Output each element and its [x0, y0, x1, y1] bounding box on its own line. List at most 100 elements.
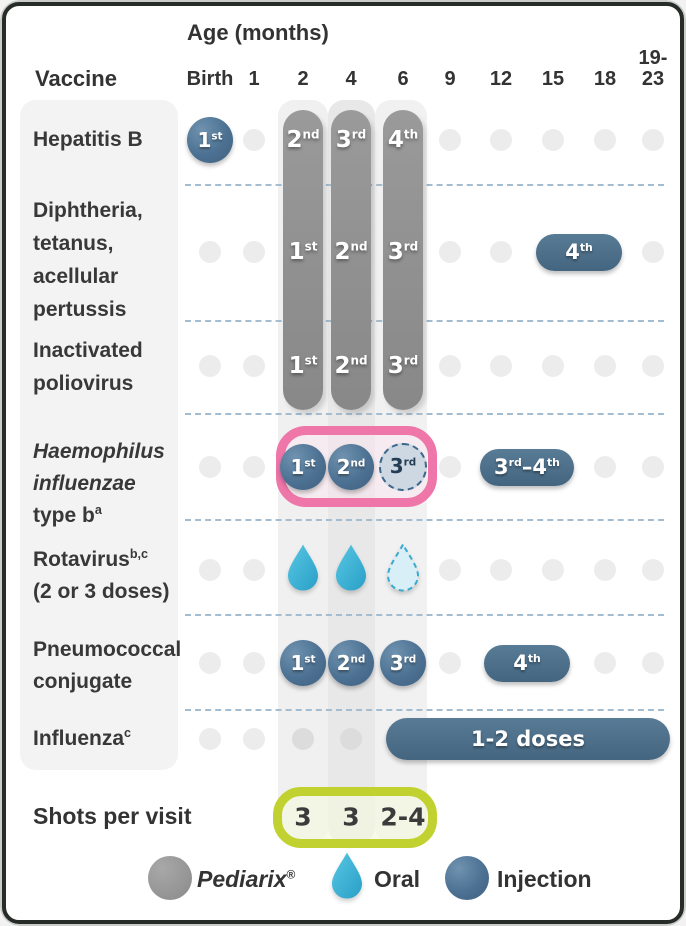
row-separator	[185, 320, 664, 322]
no-dose-dot	[594, 456, 616, 478]
no-dose-dot	[243, 559, 265, 581]
no-dose-dot	[542, 129, 564, 151]
pediarix-dose-label: 2nd	[334, 239, 368, 265]
no-dose-dot	[199, 559, 221, 581]
shots-count: 3	[342, 802, 360, 832]
no-dose-dot	[642, 355, 664, 377]
vaccine-column-header: Vaccine	[35, 66, 117, 91]
oral-drop-icon	[328, 851, 366, 906]
legend-label: Injection	[497, 866, 592, 892]
no-dose-dot	[490, 355, 512, 377]
no-dose-dot	[243, 241, 265, 263]
shots-count: 3	[294, 802, 312, 832]
no-dose-dot	[243, 456, 265, 478]
month-header-18: 18	[593, 68, 617, 90]
no-dose-dot	[642, 652, 664, 674]
month-header-1: 1	[248, 68, 260, 90]
injection-dose-badge: 1st	[280, 640, 326, 686]
no-dose-dot	[243, 728, 265, 750]
age-months-title: Age (months)	[187, 20, 329, 45]
no-dose-dot	[243, 129, 265, 151]
row-separator	[185, 413, 664, 415]
injection-dose-badge: 2nd	[328, 444, 374, 490]
vaccine-label-hepatitis-b: Hepatitis B	[33, 128, 143, 151]
pediarix-circle-icon	[148, 856, 192, 900]
injection-pill: 4th	[484, 644, 570, 682]
no-dose-dot	[199, 652, 221, 674]
pediarix-dose-label: 2nd	[334, 353, 368, 379]
vaccine-label-rotavirus: Rotavirusb,c(2 or 3 doses)	[33, 547, 170, 603]
no-dose-dot	[594, 559, 616, 581]
pediarix-dose-label: 1st	[288, 239, 318, 265]
injection-dose-badge: 1st	[187, 117, 233, 163]
no-dose-dot	[439, 456, 461, 478]
shots-per-visit-label: Shots per visit	[33, 803, 192, 829]
shots-count: 2-4	[380, 802, 426, 832]
no-dose-dot	[199, 728, 221, 750]
no-dose-dot	[594, 652, 616, 674]
row-separator	[185, 709, 664, 711]
legend-label: Oral	[374, 866, 421, 892]
no-dose-dot	[439, 129, 461, 151]
pediarix-dose-label: 3rd	[387, 353, 419, 379]
injection-circle-icon	[445, 856, 489, 900]
pediarix-dose-label: 2nd	[286, 127, 320, 153]
pediarix-dose-label: 3rd	[387, 239, 419, 265]
injection-dose-badge: 2nd	[328, 640, 374, 686]
no-dose-dot	[199, 241, 221, 263]
shots-highlight-box	[273, 787, 437, 848]
injection-dose-badge: 3rd	[380, 640, 426, 686]
row-separator	[185, 184, 664, 186]
pediarix-column	[283, 110, 323, 410]
no-dose-dot	[439, 241, 461, 263]
oral-dose-icon	[284, 543, 322, 598]
month-header-2: 2	[297, 68, 309, 90]
row-separator	[185, 519, 664, 521]
injection-pill: 3rd–4th	[480, 448, 574, 486]
no-dose-dot	[490, 129, 512, 151]
no-dose-dot	[292, 728, 314, 750]
legend-label: Pediarix®	[197, 866, 296, 892]
injection-dose-badge: 1st	[280, 444, 326, 490]
injection-pill: 4th	[536, 233, 622, 271]
no-dose-dot	[642, 456, 664, 478]
no-dose-dot	[642, 241, 664, 263]
month-header-6: 6	[397, 68, 409, 90]
month-header-15: 15	[541, 68, 565, 90]
no-dose-dot	[199, 355, 221, 377]
pediarix-column	[331, 110, 371, 410]
no-dose-dot	[594, 355, 616, 377]
month-header-12: 12	[489, 68, 513, 90]
pediarix-dose-label: 1st	[288, 353, 318, 379]
pediarix-column	[383, 110, 423, 410]
no-dose-dot	[340, 728, 362, 750]
pediarix-dose-label: 4th	[387, 127, 419, 153]
no-dose-dot	[542, 355, 564, 377]
no-dose-dot	[542, 559, 564, 581]
optional-injection-dose-badge: 3rd	[379, 443, 427, 491]
oral-dose-icon	[332, 543, 370, 598]
no-dose-dot	[642, 559, 664, 581]
no-dose-dot	[243, 652, 265, 674]
no-dose-dot	[439, 355, 461, 377]
vaccine-names-panel	[20, 100, 178, 770]
optional-oral-dose-icon	[384, 542, 422, 598]
no-dose-dot	[199, 456, 221, 478]
no-dose-dot	[439, 652, 461, 674]
vaccine-label-influenza: Influenzac	[33, 726, 132, 750]
pediarix-dose-label: 3rd	[335, 127, 367, 153]
no-dose-dot	[490, 241, 512, 263]
no-dose-dot	[439, 559, 461, 581]
month-header-19-23: 19- 23	[638, 47, 668, 90]
month-header-4: 4	[345, 68, 357, 90]
no-dose-dot	[642, 129, 664, 151]
month-header-9: 9	[444, 68, 456, 90]
injection-pill: 1-2 doses	[386, 718, 670, 760]
no-dose-dot	[490, 559, 512, 581]
no-dose-dot	[243, 355, 265, 377]
